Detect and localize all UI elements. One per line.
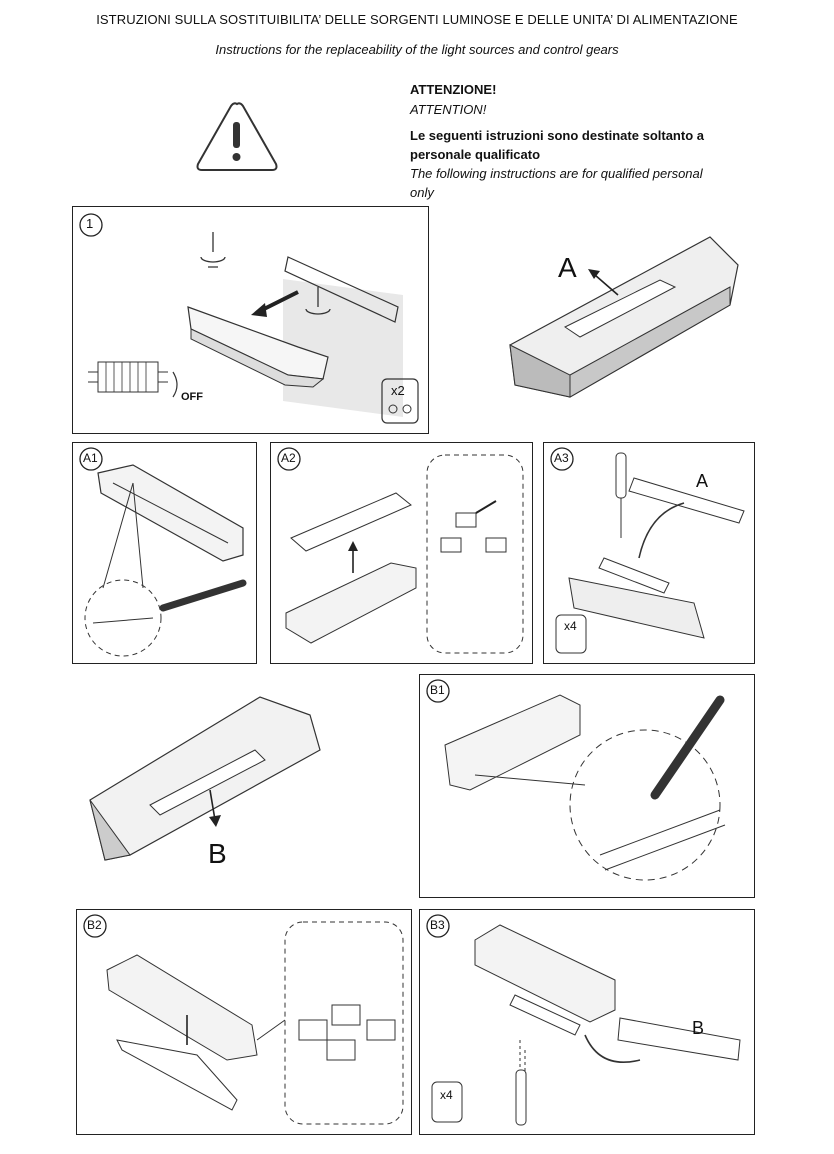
step-1-badge: 1 bbox=[86, 216, 94, 231]
warning-triangle-icon bbox=[196, 102, 278, 171]
overview-b-label: B bbox=[208, 838, 227, 869]
step-b3-label: B bbox=[692, 1018, 705, 1038]
step-b1-panel: B1 bbox=[419, 674, 755, 898]
step-b3-illustration bbox=[426, 914, 741, 1126]
off-label: OFF bbox=[181, 391, 203, 403]
step-b2-badge: B2 bbox=[87, 918, 102, 932]
step-b3-panel: B3 B x4 bbox=[419, 909, 755, 1135]
step-a1-badge: A1 bbox=[83, 451, 98, 465]
step-1-qty: x2 bbox=[391, 383, 405, 398]
step-a3-label: A bbox=[696, 471, 709, 491]
step-b3-badge: B3 bbox=[430, 918, 445, 932]
step-b1-illustration bbox=[426, 679, 726, 881]
step-a2-illustration bbox=[277, 447, 524, 654]
warning-text-it-2: personale qualificato bbox=[410, 147, 541, 162]
step-a3-badge: A3 bbox=[554, 451, 569, 465]
step-a3-panel: A3 A x4 bbox=[543, 442, 755, 664]
step-b1-badge: B1 bbox=[430, 683, 445, 697]
step-b3-qty: x4 bbox=[440, 1088, 453, 1102]
step-b2-panel: B2 bbox=[76, 909, 412, 1135]
step-b2-illustration bbox=[83, 914, 404, 1125]
step-1-illustration bbox=[79, 213, 419, 424]
warning-text-en-1: The following instructions are for quali… bbox=[410, 166, 703, 181]
step-1-panel: 1 OFF x2 bbox=[72, 206, 429, 434]
step-a3-illustration bbox=[550, 447, 745, 654]
warning-text-it-1: Le seguenti istruzioni sono destinate so… bbox=[410, 128, 704, 143]
warning-title-en: ATTENTION! bbox=[410, 102, 487, 117]
step-a1-illustration bbox=[79, 447, 247, 657]
document-title: ISTRUZIONI SULLA SOSTITUIBILITA’ DELLE S… bbox=[96, 12, 738, 27]
document-subtitle: Instructions for the replaceability of t… bbox=[215, 42, 619, 57]
step-a2-badge: A2 bbox=[281, 451, 296, 465]
step-a3-qty: x4 bbox=[564, 619, 577, 633]
step-a2-panel: A2 bbox=[270, 442, 533, 664]
warning-text-en-2: only bbox=[410, 185, 434, 200]
overview-b-illustration bbox=[89, 696, 321, 861]
overview-a-label: A bbox=[558, 252, 577, 283]
step-a1-panel: A1 bbox=[72, 442, 257, 664]
overview-a-illustration bbox=[509, 236, 739, 398]
warning-title-it: ATTENZIONE! bbox=[410, 82, 497, 97]
